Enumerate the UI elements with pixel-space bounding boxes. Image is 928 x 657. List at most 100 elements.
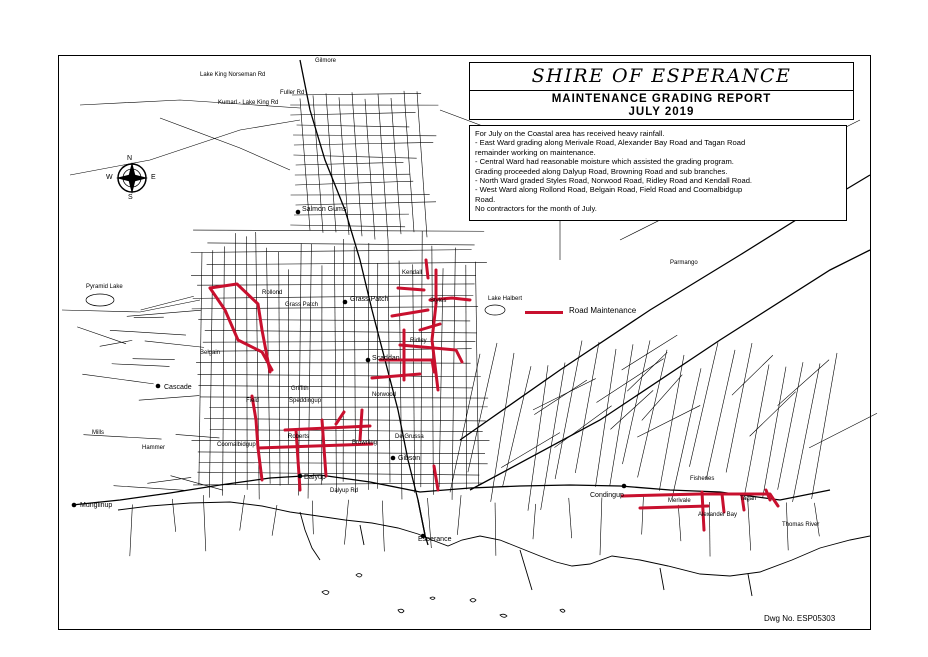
maintenance-road [378,358,436,374]
compass-north-label: N [127,155,133,162]
maintenance-road [638,504,710,510]
local-road [811,352,838,499]
legend-label: Road Maintenance [569,306,637,315]
northeast-rd [469,249,871,491]
town-label-condingup[interactable]: Condingup [590,492,624,499]
local-road [239,495,245,531]
local-road [209,406,488,408]
local-road [203,495,207,552]
road-label: Parmango [670,260,698,266]
town-dot [420,533,426,539]
pyramid-lake-outline [85,293,115,307]
town-label-dalyup[interactable]: Dalyup [304,474,326,481]
local-road [416,91,428,238]
local-road [290,224,406,228]
local-road [293,154,417,159]
maintenance-road [620,492,780,508]
local-road [381,500,385,552]
maintenance-road [764,488,772,502]
local-road [677,504,682,542]
maintenance-road [720,492,726,514]
thomas-river-label: Thomas River [782,522,820,528]
drawing-number: Dwg No. ESP05303 [764,614,836,623]
island [429,596,436,600]
local-road [575,341,600,474]
maintenance-road [390,308,430,318]
local-road [190,249,472,253]
local-road [271,504,278,536]
local-road [731,355,774,396]
road-label: Rollond [262,290,283,296]
compass-east-label: E [151,174,156,181]
town-dot [297,473,303,479]
maintenance-road [334,410,346,426]
coastline [117,501,871,597]
local-road [725,342,753,473]
local-road [77,326,127,345]
road-label: Speddingup [289,398,322,404]
lakes [85,293,506,316]
local-road [412,264,415,493]
local-road [490,352,515,502]
note-line: - Central Ward had reasonable moisture w… [475,157,734,167]
town-label-grass-patch[interactable]: Grass Patch [350,296,389,303]
local-road [138,395,200,401]
road-label: Styles [430,298,447,304]
island [355,573,363,578]
local-road [129,504,133,557]
local-road [527,365,549,511]
local-road [207,348,472,352]
local-road [295,162,404,166]
report-date: JULY 2019 [628,106,695,118]
local-road [532,378,596,411]
lake-halbert-label: Lake Halbert [488,296,523,302]
compass-rose [116,162,148,194]
local-road [207,242,475,246]
local-road [427,498,432,549]
local-road [147,477,192,484]
local-road [364,98,376,240]
local-road [294,213,409,216]
local-road [814,502,820,537]
local-road [198,252,203,485]
town-label-munglinup[interactable]: Munglinup [80,502,113,509]
local-road [126,309,202,317]
road-label: Coomalbidgup [217,442,256,448]
town-label-gibson[interactable]: Gibson [398,455,421,462]
local-road [554,340,583,480]
maintenance-road [430,268,440,392]
local-road [140,295,194,311]
town-label-cascade[interactable]: Cascade [164,384,192,391]
local-road [377,93,389,240]
local-road [198,462,488,465]
local-road [502,366,532,487]
town-label-salmon-gums[interactable]: Salmon Gums [302,206,347,213]
town-label-esperance[interactable]: Esperance [418,536,452,543]
local-road [172,498,177,532]
local-road [192,295,474,299]
maintenance-road [208,282,272,374]
town-dot [342,299,348,305]
title-divider [470,90,853,91]
local-road [199,396,489,399]
maintenance-road [208,286,274,372]
local-road [532,503,536,540]
local-road [641,495,644,535]
local-road [627,351,668,392]
local-road [792,363,821,502]
local-road [193,482,484,486]
local-road [786,502,789,551]
local-road [451,247,456,500]
local-road [293,142,434,146]
local-road [659,354,685,491]
local-road [144,340,205,348]
local-road [312,95,324,233]
local-road [198,319,471,322]
road-label: De Grussa [395,434,424,440]
town-label-scaddan[interactable]: Scaddan [372,355,400,362]
local-road [191,306,479,310]
local-road [465,264,467,490]
local-road [69,119,301,176]
local-road [540,362,566,510]
